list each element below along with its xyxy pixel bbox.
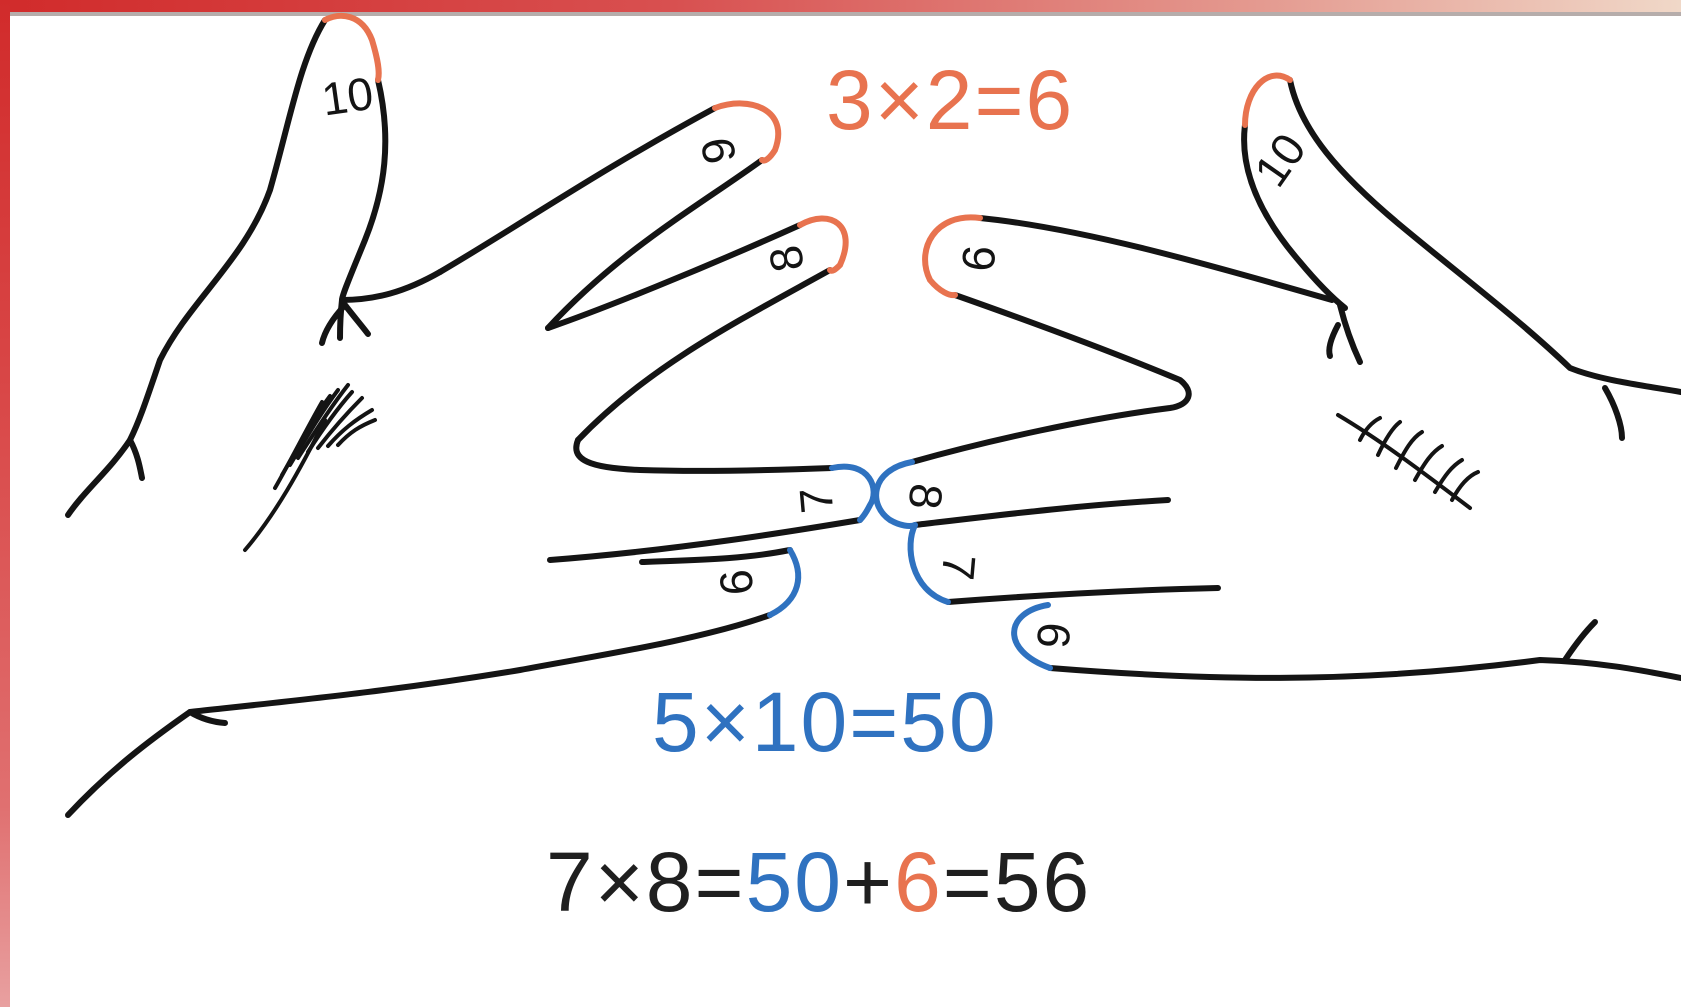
left-hand-index-outline (437, 105, 765, 331)
equation-bottom-result: 7×8=50+6=56 (546, 834, 1091, 931)
right-pinky-number: 6 (1027, 620, 1081, 650)
left-index-tip (712, 100, 782, 164)
right-ring-tip (907, 522, 951, 605)
right-index-number: 9 (952, 243, 1006, 273)
right-hand (909, 77, 1681, 681)
left-thumb-tip (322, 12, 382, 83)
equation-bottom-equals-1: = (694, 835, 746, 929)
left-hand-pinky-outline (187, 547, 793, 715)
left-pinky-tip (767, 547, 802, 618)
equation-top-units: 3×2=6 (826, 53, 1075, 147)
right-hand-pinky-outline (945, 585, 1681, 681)
left-thumb-number: 10 (319, 67, 377, 126)
right-hand-thumb-outline (1287, 77, 1681, 395)
left-ring-number: 7 (789, 485, 843, 515)
left-hand-wrist-crease (127, 437, 145, 481)
right-hand-wrist-crease (1602, 385, 1625, 441)
right-pinky-tip (1011, 602, 1053, 671)
right-hand-thumb-crease (1326, 302, 1363, 365)
left-hand-web-crease (319, 302, 371, 346)
equation-bottom-plus: + (843, 835, 895, 929)
equation-bottom-lhs: 7×8 (546, 835, 695, 929)
frame-top-border (0, 0, 1681, 12)
right-middle-number: 8 (899, 481, 953, 511)
left-hand-middle-outline (545, 222, 833, 443)
frame-inner-edge (10, 12, 1681, 16)
right-ring-number: 7 (932, 552, 986, 582)
right-hand-ring-outline (912, 497, 1171, 528)
right-hand-palm-hatch (1336, 413, 1480, 510)
right-index-tip (922, 214, 983, 299)
right-hand-thumb-inner (1241, 122, 1348, 311)
left-middle-tip (797, 215, 849, 274)
left-pinky-number: 6 (709, 567, 763, 597)
left-hand-palm-hatch (243, 383, 377, 552)
left-hand (65, 17, 863, 818)
right-hand-lower-fold (1562, 619, 1598, 663)
right-hand-index-outline (909, 215, 1335, 465)
frame-left-border (0, 0, 10, 1007)
left-hand-ring-outline (547, 437, 863, 563)
left-ring-tip (829, 463, 877, 523)
left-hand-thumb-inner (337, 77, 389, 341)
equation-bottom-units: 6 (894, 835, 943, 929)
equation-bottom-tens: 50 (745, 835, 843, 929)
right-middle-tip (873, 459, 918, 529)
equation-middle-tens: 5×10=50 (652, 675, 998, 769)
right-thumb-tip (1242, 72, 1293, 128)
left-index-number: 9 (690, 134, 746, 168)
left-hand-thumb-outline (65, 17, 328, 518)
left-hand-wrist-fold (187, 709, 228, 726)
left-hand-lower-edge (65, 709, 193, 818)
left-hand-web (339, 269, 443, 303)
equation-bottom-equals-2: = (942, 835, 994, 929)
left-middle-number: 8 (758, 242, 814, 276)
equation-bottom-total: 56 (993, 835, 1092, 929)
